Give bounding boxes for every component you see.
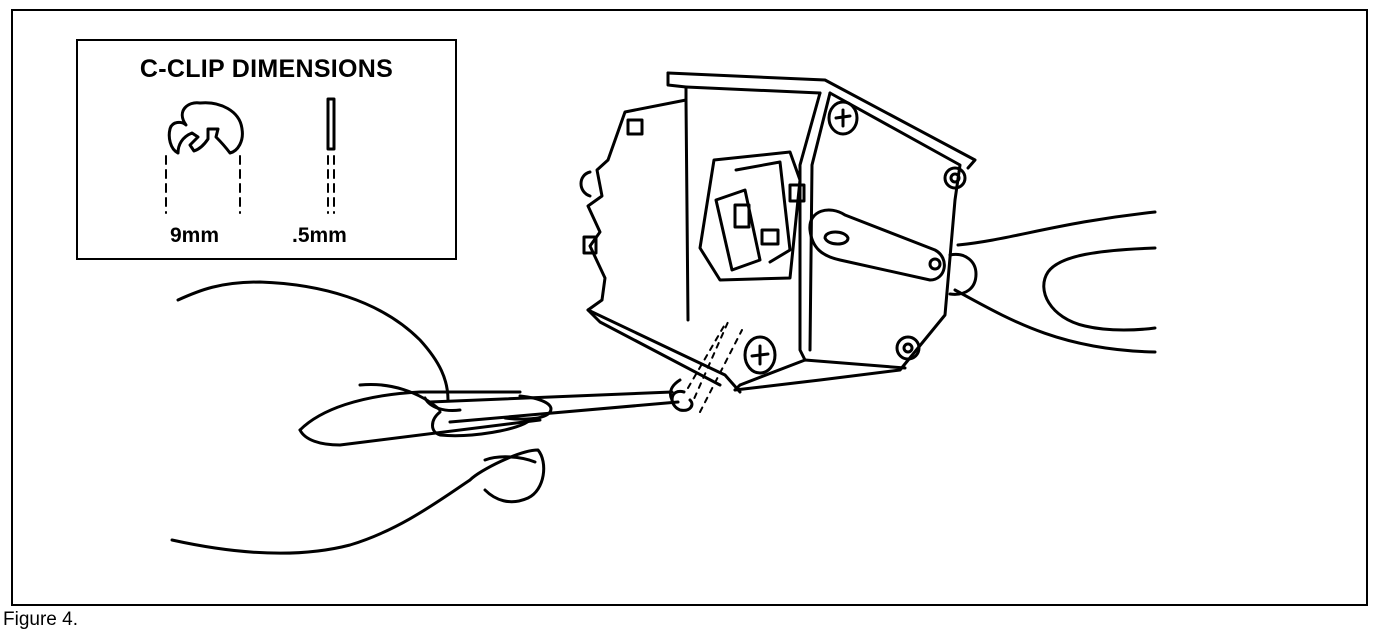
switch-housing xyxy=(579,71,977,394)
figure-caption: Figure 4. xyxy=(3,609,78,630)
c-clip-in-place xyxy=(668,321,743,413)
inset-title: C-CLIP DIMENSIONS xyxy=(139,55,394,83)
diameter-label: 9mm xyxy=(170,224,220,247)
hand xyxy=(170,280,546,555)
wiring-stalk xyxy=(948,210,1157,354)
c-clip-diagram xyxy=(165,97,336,214)
pliers-tool xyxy=(428,390,680,424)
c-clip-edge-icon xyxy=(326,97,336,151)
c-clip-dimensions-inset: C-CLIP DIMENSIONS 9mm .5mm xyxy=(76,39,457,260)
thickness-label: .5mm xyxy=(292,224,347,247)
c-clip-front-icon xyxy=(167,101,244,155)
